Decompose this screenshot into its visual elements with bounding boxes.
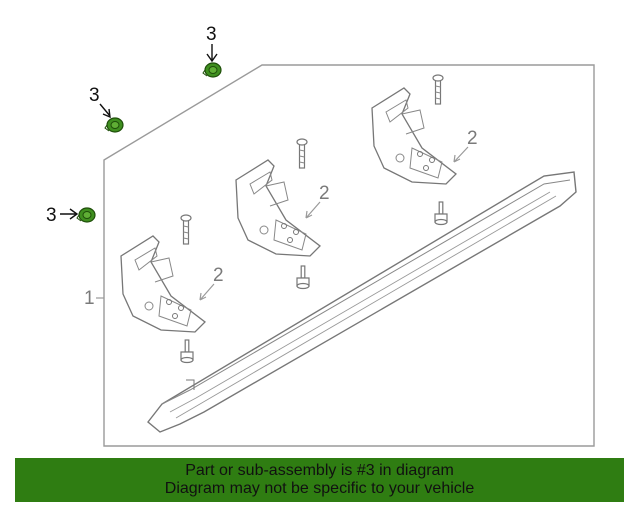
callout-2-arrow-front bbox=[199, 283, 215, 301]
banner-line-1: Part or sub-assembly is #3 in diagram bbox=[185, 462, 454, 479]
callout-3-arrow-top bbox=[206, 44, 218, 63]
stud-bolt-middle bbox=[296, 138, 308, 169]
callout-3-arrow-left bbox=[60, 208, 79, 220]
callout-2-label-rear: 2 bbox=[467, 128, 478, 149]
callout-2-arrow-middle bbox=[305, 201, 321, 219]
bolt-middle bbox=[296, 265, 310, 290]
bracket-middle bbox=[235, 159, 321, 257]
banner-line-2: Diagram may not be specific to your vehi… bbox=[164, 480, 475, 497]
bolt-rear bbox=[434, 201, 448, 226]
bracket-front bbox=[120, 235, 206, 333]
callout-2-label-front: 2 bbox=[213, 265, 224, 286]
highlighted-part-3-left bbox=[76, 207, 96, 223]
callout-3-label-top: 3 bbox=[206, 24, 217, 45]
bolt-front bbox=[180, 339, 194, 364]
stud-bolt-rear bbox=[432, 74, 444, 105]
callout-1-label: 1 bbox=[84, 288, 95, 309]
callout-3-label-upper: 3 bbox=[89, 85, 100, 106]
stud-bolt-front bbox=[180, 214, 192, 245]
callout-2-arrow-rear bbox=[453, 146, 469, 163]
assembly-outline bbox=[103, 64, 595, 447]
callout-3-arrow-upper bbox=[99, 103, 111, 119]
callout-3-label-left: 3 bbox=[46, 205, 57, 226]
notice-banner: Part or sub-assembly is #3 in diagram Di… bbox=[15, 458, 624, 502]
running-board bbox=[147, 171, 577, 433]
highlighted-part-3-top bbox=[202, 62, 222, 78]
callout-2-label-middle: 2 bbox=[319, 183, 330, 204]
bracket-rear bbox=[371, 87, 457, 185]
highlighted-part-3-upper bbox=[104, 117, 124, 133]
